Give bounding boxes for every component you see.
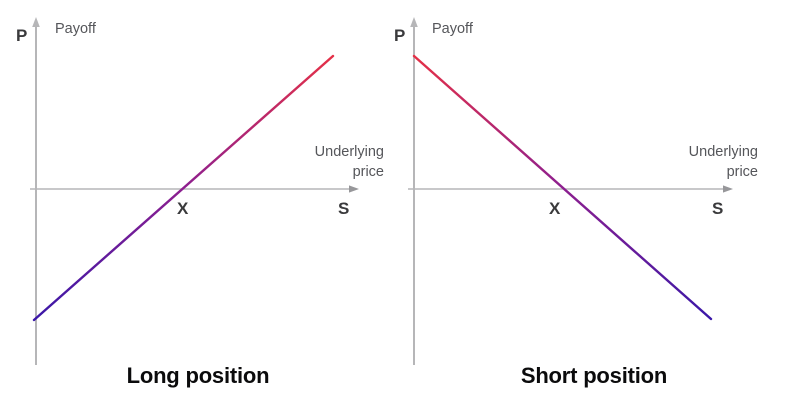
panel-long-position: P Payoff Underlying price S X Long posit… [16, 17, 384, 388]
short-position-plot [408, 17, 733, 365]
y-axis-label: P [16, 26, 28, 45]
panel-title-long: Long position [126, 363, 270, 388]
y-axis-caption: Payoff [55, 21, 96, 37]
panel-short-position: P Payoff Underlying price S X Short posi… [394, 0, 792, 411]
y-axis-label: P [394, 26, 406, 45]
y-axis-caption: Payoff [432, 21, 473, 37]
strike-label: X [549, 199, 561, 218]
y-axis-arrow-icon [410, 17, 418, 27]
panel-title-short: Short position [520, 363, 668, 388]
x-axis-caption-line2: price [726, 164, 758, 180]
x-axis-arrow-icon [723, 185, 733, 193]
x-axis-label: S [712, 199, 724, 218]
x-axis-label: S [338, 199, 350, 218]
y-axis-arrow-icon [32, 17, 40, 27]
x-axis-caption-line1: Underlying [314, 144, 384, 160]
payoff-line [412, 54, 713, 321]
strike-label: X [177, 199, 189, 218]
x-axis-arrow-icon [349, 185, 359, 193]
x-axis-caption-line1: Underlying [688, 144, 758, 160]
long-position-plot [30, 17, 359, 365]
payoff-line [32, 54, 335, 322]
x-axis-caption-line2: price [352, 164, 384, 180]
